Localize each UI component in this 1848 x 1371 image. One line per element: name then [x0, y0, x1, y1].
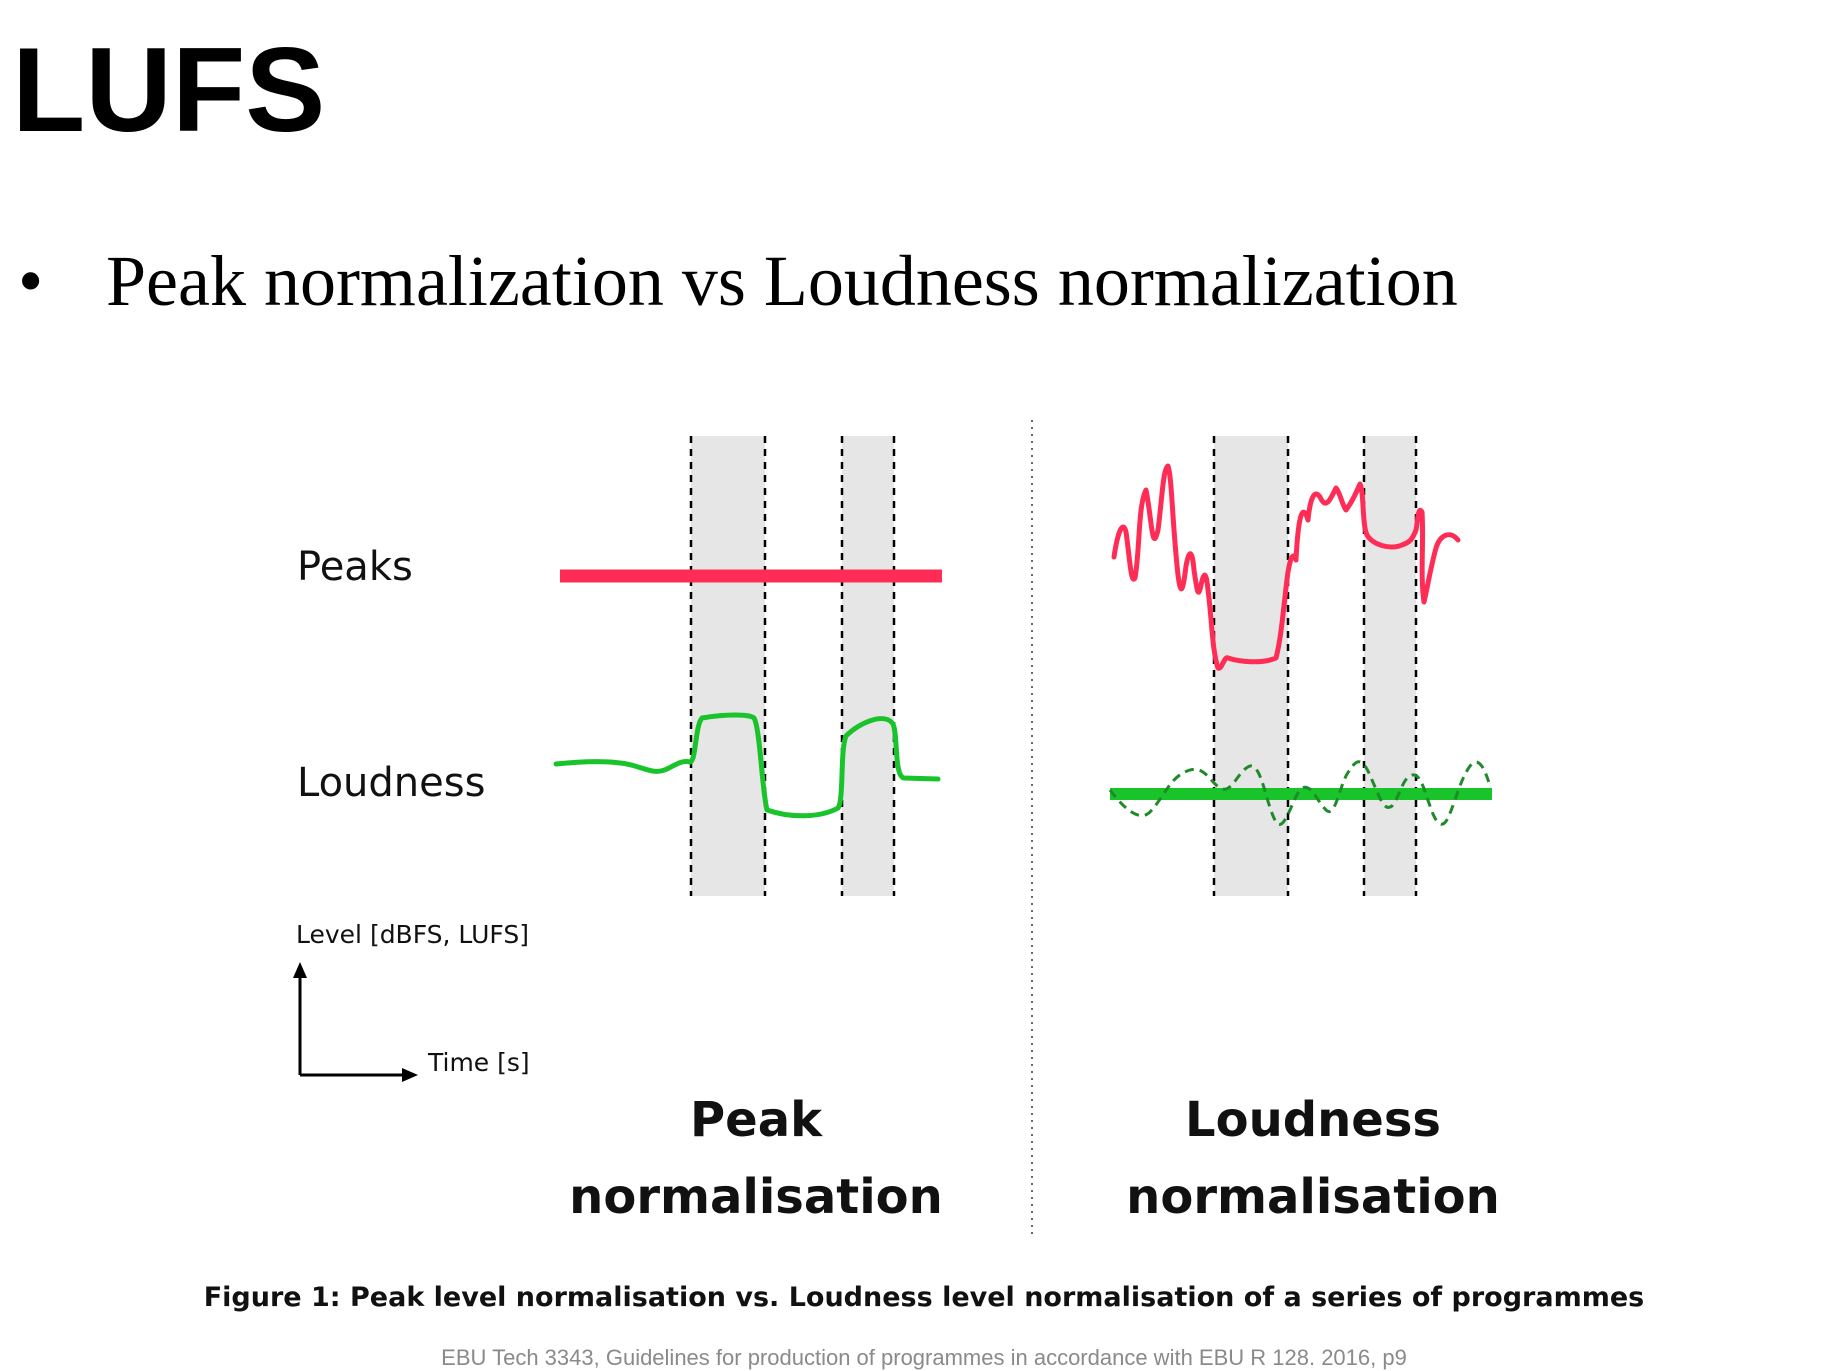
loudness-panel-title-line2: normalisation [1126, 1169, 1500, 1225]
level-axis-label: Level [dBFS, LUFS] [296, 920, 529, 949]
slide-title: LUFS [12, 23, 326, 157]
peak-band-1 [691, 436, 765, 896]
level-arrow-head-icon [293, 962, 307, 978]
programme-bands [691, 436, 1416, 896]
peak-panel-title-line2: normalisation [569, 1169, 943, 1225]
bullet-marker: • [18, 241, 44, 321]
loudness-normalised-variation-trace [1108, 760, 1492, 826]
bullet-text: Peak normalization vs Loudness normaliza… [106, 241, 1458, 321]
time-arrow-head-icon [402, 1068, 418, 1082]
loudness-band-2 [1364, 436, 1416, 896]
peaks-row-label: Peaks [297, 544, 413, 590]
figure-caption: Figure 1: Peak level normalisation vs. L… [203, 1282, 1645, 1313]
loudness-panel-title-line1: Loudness [1185, 1092, 1441, 1148]
loudness-band-1 [1214, 436, 1288, 896]
figure-source: EBU Tech 3343, Guidelines for production… [441, 1345, 1407, 1370]
peak-normalised-loudness-line [553, 712, 941, 819]
peak-band-2 [842, 436, 894, 896]
loudness-row-label: Loudness [297, 760, 485, 806]
loudness-normalised-peaks-line [1111, 463, 1461, 671]
programme-boundaries [689, 436, 1418, 896]
peak-panel-title-line1: Peak [690, 1092, 823, 1148]
time-axis-label: Time [s] [427, 1048, 530, 1077]
axis-arrows [293, 962, 418, 1082]
